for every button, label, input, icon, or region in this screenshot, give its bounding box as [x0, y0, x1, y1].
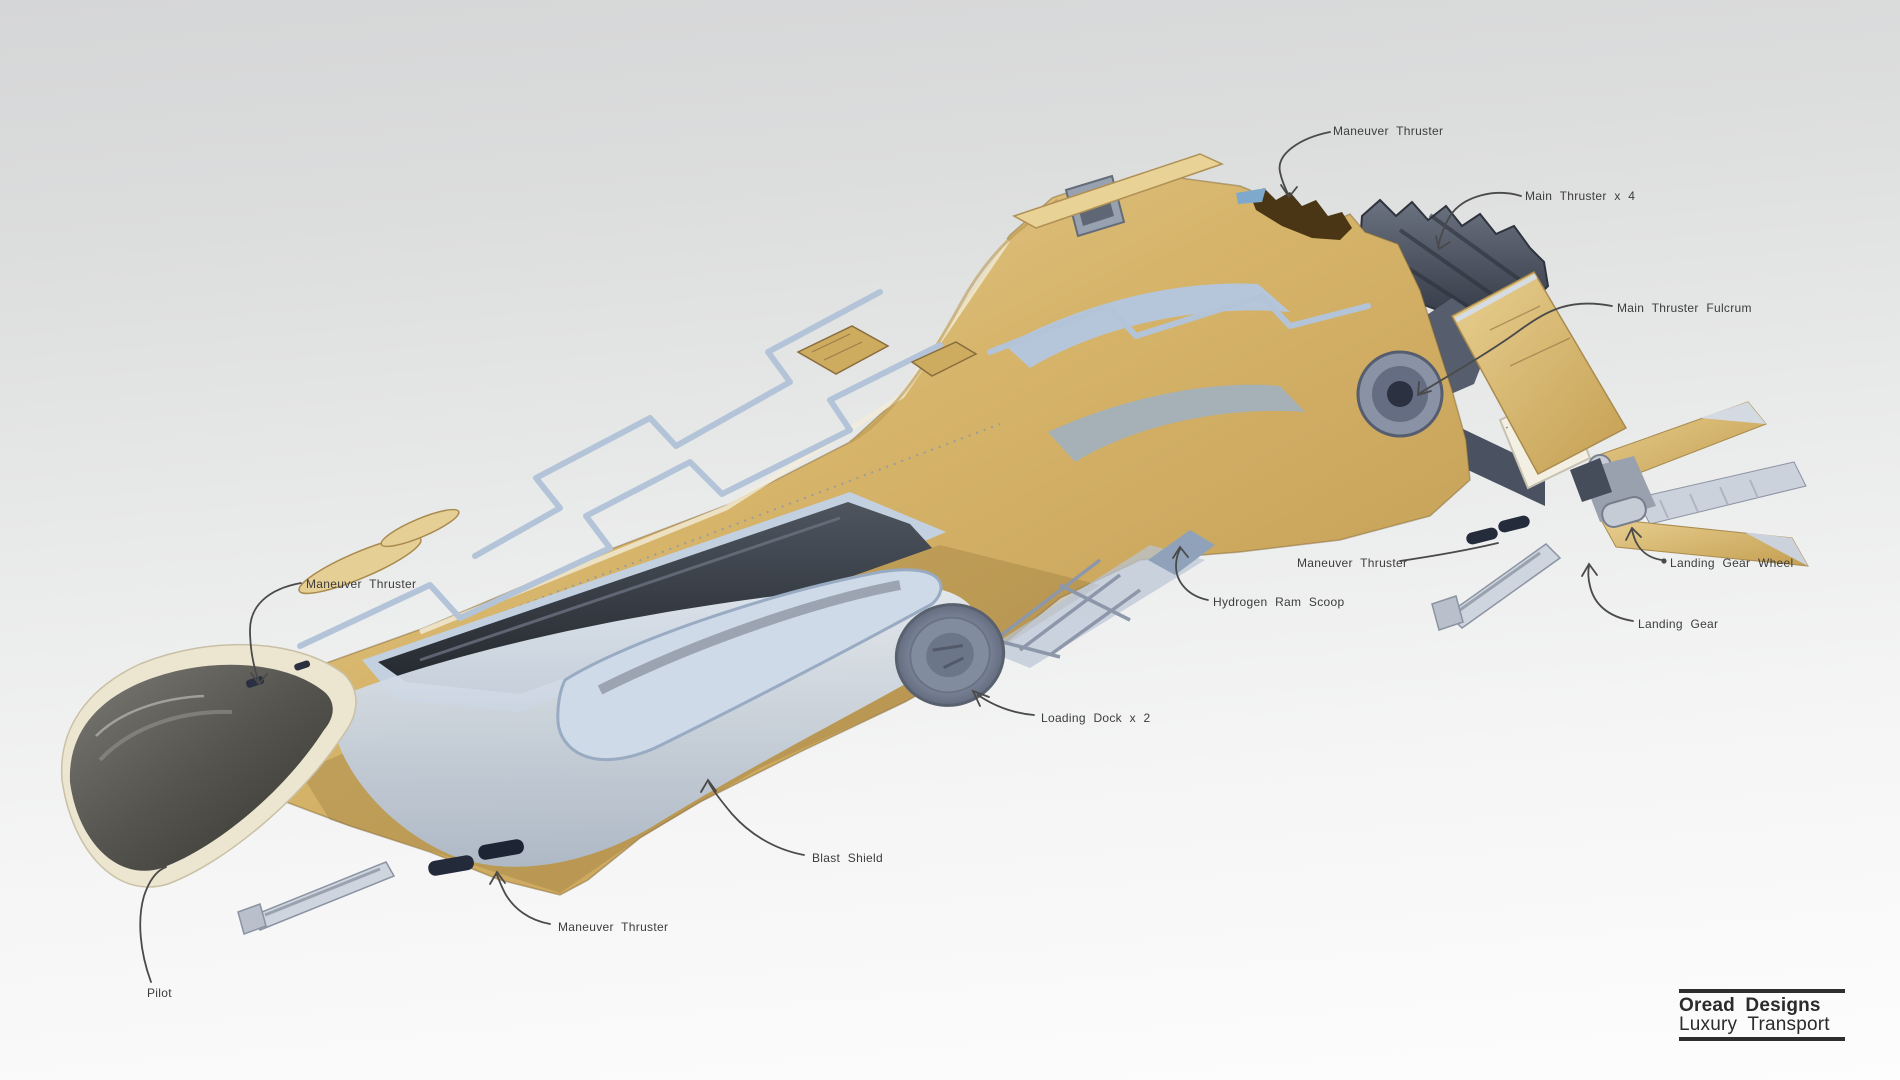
leader-landing-gear-wheel — [1631, 529, 1663, 561]
leader-main-thruster-fulcrum — [1419, 302, 1613, 394]
annotation-landing-gear-wheel: Landing Gear Wheel — [1670, 556, 1794, 570]
belly-maneuver-thruster-pod — [478, 839, 524, 860]
logo-top-bar — [1679, 989, 1845, 993]
annotation-leaders — [139, 131, 1667, 983]
hydrogen-ram-scoop-part — [1148, 530, 1215, 575]
annotation-blast-shield: Blast Shield — [812, 851, 883, 865]
annotation-main-thruster-fulcrum: Main Thruster Fulcrum — [1617, 301, 1752, 315]
leader-landing-gear — [1587, 565, 1634, 622]
annotation-hydrogen-ram-scoop: Hydrogen Ram Scoop — [1213, 595, 1345, 609]
nacelle-trim-upper — [1005, 283, 1290, 368]
leader-pilot — [139, 866, 167, 983]
leader-hydrogen-ram-scoop — [1175, 548, 1209, 601]
scoop-panel — [985, 545, 1205, 668]
panel-trim-lines — [297, 289, 1371, 649]
arrowhead — [250, 672, 268, 686]
annotation-landing-gear: Landing Gear — [1638, 617, 1719, 631]
nose-maneuver-thruster-nub — [245, 676, 265, 688]
cockpit-canopy — [69, 664, 333, 871]
brand-logo: Oread Designs Luxury Transport — [1679, 989, 1845, 1041]
logo-tagline: Luxury Transport — [1679, 1014, 1830, 1035]
annotation-main-thruster: Main Thruster x 4 — [1525, 189, 1636, 203]
hull-blister — [298, 535, 422, 595]
thruster-pad — [1236, 188, 1266, 204]
rear-maneuver-thruster-pod — [1498, 515, 1530, 533]
leader-maneuver-thruster-right — [1399, 542, 1499, 562]
main-thruster-fulcrum-hub — [1356, 350, 1444, 438]
annotation-maneuver-thruster-bottom: Maneuver Thruster — [558, 920, 669, 934]
leader-maneuver-thruster-top — [1278, 131, 1331, 197]
arrowhead — [971, 689, 990, 707]
logo-brand-name: Oread Designs — [1679, 995, 1821, 1016]
ship-body — [60, 153, 1809, 935]
dorsal-spoiler — [1012, 153, 1225, 229]
leader-blast-shield — [708, 782, 805, 856]
arrowhead — [489, 870, 506, 885]
leader-maneuver-thruster-left — [249, 582, 302, 683]
tail-blade-mid — [1635, 461, 1807, 525]
annotation-maneuver-thruster-left: Maneuver Thruster — [306, 577, 417, 591]
loading-dock-disc — [894, 603, 1006, 707]
arrowhead — [1625, 526, 1642, 541]
annotation-pilot: Pilot — [147, 986, 172, 1000]
rear-maneuver-thruster-pod — [1466, 527, 1498, 545]
arrowhead — [1172, 545, 1189, 559]
arrowhead — [1435, 235, 1451, 251]
logo-bottom-bar — [1679, 1037, 1845, 1041]
landing-gear-wheel-part — [1601, 496, 1647, 528]
leader-loading-dock — [977, 694, 1035, 716]
hull-blister — [380, 508, 460, 548]
arrowhead — [1581, 562, 1598, 577]
scoop-lattice — [993, 558, 1142, 659]
leader-main-thruster — [1437, 192, 1522, 248]
tail-fin — [1450, 270, 1628, 476]
front-strut-foot — [237, 903, 267, 935]
nacelle-trim-lower — [1048, 384, 1305, 462]
arrowhead — [700, 778, 717, 793]
hull-top-highlight — [419, 238, 1011, 635]
rear-strut-foot — [1431, 595, 1464, 631]
arrowhead — [1280, 184, 1298, 199]
top-maneuver-thruster — [1250, 188, 1352, 240]
annotation-loading-dock: Loading Dock x 2 — [1041, 711, 1151, 725]
arrowhead — [1417, 381, 1432, 397]
annotation-maneuver-thruster-right: Maneuver Thruster — [1297, 556, 1408, 570]
rear-landing-strut — [1446, 543, 1562, 629]
belly-maneuver-thruster-pod — [428, 855, 474, 876]
annotation-maneuver-thruster-top: Maneuver Thruster — [1333, 124, 1444, 138]
dorsal-hatch — [796, 325, 890, 375]
dorsal-vent — [910, 341, 978, 377]
blast-shield-glass — [556, 568, 943, 761]
leader-maneuver-thruster-bottom — [496, 874, 551, 925]
